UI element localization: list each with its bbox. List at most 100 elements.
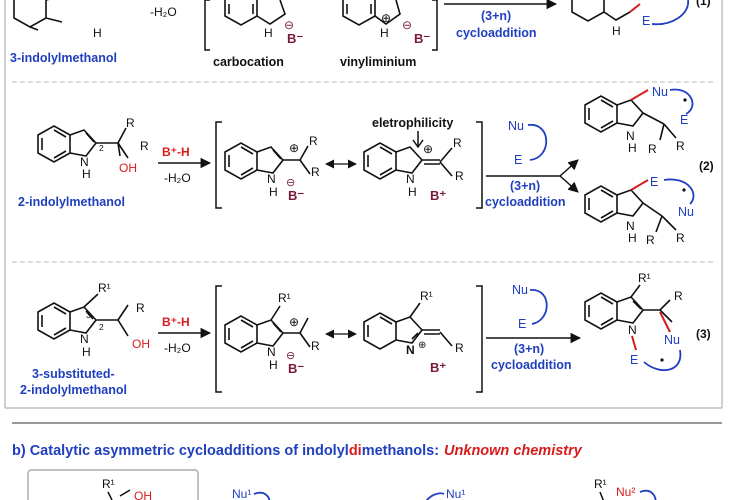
pos-2-label: 2: [99, 322, 104, 332]
cycloaddition-label-top: (3+n): [481, 9, 511, 23]
bracket-right: [432, 0, 438, 51]
nh-label: H: [93, 26, 102, 40]
nh-n-label: N: [267, 172, 276, 186]
bracket-left: [215, 121, 222, 209]
bracket-left: [204, 0, 210, 51]
stereocenter-dot: [660, 358, 664, 362]
nu-e-linker-arc: [529, 289, 548, 325]
nu1-arc: [253, 491, 271, 500]
product-e-label: E: [642, 14, 650, 28]
electrophile-label: E: [630, 353, 638, 367]
electrophile-label: E: [680, 113, 688, 127]
cycloaddition-label-top: (3+n): [510, 179, 540, 193]
ring-nitrogen: N: [628, 323, 637, 337]
nh-label: H: [380, 26, 389, 40]
product-2a-red-bond: [630, 89, 649, 101]
counter-ion-b-minus: B⁻: [287, 31, 303, 46]
nh-label: H: [269, 185, 278, 199]
carbocation-structure: [224, 0, 286, 26]
substituent-r1: R¹: [98, 281, 111, 295]
cycloaddition-label-top: (3+n): [514, 342, 544, 356]
nucleophile-label: Nu: [678, 205, 694, 219]
nu2-arc: [639, 489, 657, 500]
hydroxyl-group: OH: [134, 489, 152, 500]
3-substituted-2-indolylmethanol-structure: [37, 293, 129, 340]
counter-ion-b-plus: B⁺: [430, 360, 446, 375]
heading-highlight-di: di: [349, 443, 362, 459]
compound-name-2-indolylmethanol: 2-indolylmethanol: [18, 195, 125, 209]
ring-closure-arc: [651, 0, 689, 26]
azafulvenium-structure: [363, 302, 453, 350]
substituent-r: R: [311, 339, 320, 353]
bracket-left: [215, 285, 222, 393]
carbocation-structure: [224, 142, 311, 180]
nu1-arc: [425, 492, 445, 500]
minus-charge: ⊖: [284, 18, 294, 32]
nucleophile-1-label: Nu¹: [232, 487, 251, 500]
counter-ion-b-minus: B⁻: [288, 361, 304, 376]
section-b-box: [27, 469, 199, 500]
nucleophile-label: Nu: [508, 119, 524, 133]
nh-n-label: N: [406, 172, 415, 186]
bracket-right: [476, 285, 483, 393]
product-3-red-bond: [659, 311, 671, 333]
cycloaddition-label: cycloaddition: [491, 358, 572, 372]
equation-number-2: (2): [699, 159, 714, 173]
reagent-h2o: -H₂O: [164, 171, 191, 185]
nh-label: H: [408, 185, 417, 199]
nh-label: H: [628, 141, 637, 155]
substituent-r: R: [455, 341, 464, 355]
stereocenter-dot: [682, 188, 686, 192]
product-2b-red-bond: [630, 179, 649, 191]
section-a-frame: [4, 0, 723, 409]
product-1-red-bond: [629, 3, 641, 13]
nh-label: H: [82, 345, 91, 359]
nucleophile-label: Nu: [652, 85, 668, 99]
substituent-r: R: [453, 136, 462, 150]
nu-e-linker-arc: [527, 124, 548, 161]
arrow-branch-down: [559, 175, 579, 193]
substituent-r: R: [455, 169, 464, 183]
equation-number-1: (1): [696, 0, 711, 8]
nh-n-label: N: [267, 345, 276, 359]
compound-name-line-1: 3-substituted-: [32, 367, 115, 381]
pos-2-label: 2: [99, 143, 104, 153]
substituent-r: R: [676, 231, 685, 245]
product-2b-structure: [584, 185, 677, 233]
bracket-right: [476, 121, 483, 209]
ring-closure-arc: [643, 349, 682, 371]
minus-charge: ⊖: [286, 177, 295, 189]
substituent-r1: R¹: [278, 291, 291, 305]
substituent-r: R: [311, 165, 320, 179]
counter-ion-b-minus: B⁻: [288, 188, 304, 203]
nucleophile-2-label: Nu²: [616, 485, 635, 499]
cycloaddition-label: cycloaddition: [485, 195, 566, 209]
hydroxyl-group: OH: [132, 337, 150, 351]
product-3-structure: [584, 284, 673, 330]
carbocation-structure: [224, 305, 311, 353]
compound-name-line-2: 2-indolylmethanol: [20, 383, 127, 397]
section-b-heading: b) Catalytic asymmetric cycloadditions o…: [12, 443, 583, 459]
vinyliminium-structure: [342, 0, 401, 26]
product-2a-structure: [584, 95, 677, 141]
nucleophile-label: Nu: [512, 283, 528, 297]
nh-label: H: [628, 231, 637, 245]
plus-charge: ⊕: [381, 11, 391, 25]
electrophile-label: E: [518, 317, 526, 331]
counter-ion-b-plus: B⁺: [430, 188, 446, 203]
substituent-r1: R¹: [638, 271, 651, 285]
plus-charge: ⊕: [289, 315, 299, 329]
nh-n-label: N: [626, 219, 635, 233]
product-3-red-bond: [631, 335, 637, 351]
reagent-b-plus-h: B⁺-H: [162, 145, 190, 159]
label-carbocation: carbocation: [213, 55, 284, 69]
nh-n-label: N: [80, 155, 89, 169]
reagent-h2o: -H₂O: [164, 341, 191, 355]
plus-charge: ⊕: [423, 142, 433, 156]
substituent-r1: R¹: [102, 477, 115, 491]
imine-nitrogen: N: [406, 343, 415, 357]
label-vinyliminium: vinyliminium: [340, 55, 416, 69]
counter-ion-b-minus: B⁻: [414, 31, 430, 46]
substituent-r: R: [140, 139, 149, 153]
